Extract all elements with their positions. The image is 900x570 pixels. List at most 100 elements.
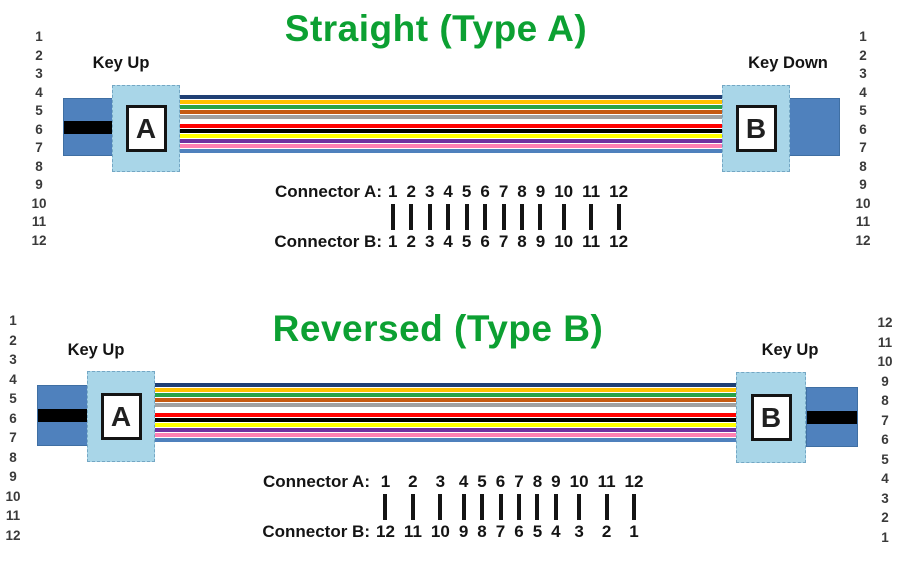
mapping-line [616, 204, 621, 230]
key-stripe-left [64, 120, 112, 134]
mapping-line [409, 204, 414, 230]
fiber-number: 9 [35, 177, 43, 193]
fiber-stripe-1 [155, 383, 737, 387]
fiber-number: 8 [881, 393, 889, 409]
connector-a-letter: A [110, 400, 132, 432]
cable-boot-right [789, 98, 840, 156]
connector-b-position: 5 [461, 232, 472, 251]
fiber-stripe-11 [180, 144, 722, 149]
connector-b-position: 12 [376, 522, 395, 541]
mapping-line [561, 204, 566, 230]
mapping-line [538, 204, 543, 230]
mapping-line [520, 204, 525, 230]
connector-a-position: 2 [406, 182, 416, 201]
mapping-line [589, 204, 594, 230]
mapping-line [461, 494, 466, 520]
connector-a-position: 1 [388, 182, 398, 201]
fiber-stripe-12 [155, 438, 737, 442]
fiber-stripe-11 [155, 433, 737, 437]
fiber-number: 8 [35, 158, 43, 174]
connector-b-position: 3 [424, 232, 435, 251]
fiber-stripe-4 [180, 109, 722, 114]
connector-b: B [722, 85, 790, 172]
connector-a-position: 11 [582, 182, 601, 201]
connector-a-position: 11 [597, 472, 616, 491]
fiber-number: 12 [855, 232, 871, 248]
connector-b-position: 9 [535, 232, 546, 251]
fiber-number: 4 [35, 84, 43, 100]
fiber-stripe-4 [155, 398, 737, 402]
mapping-row-labels: Connector A: Connector B: [248, 472, 370, 542]
connector-b-position: 7 [495, 522, 506, 541]
fiber-number: 11 [855, 214, 871, 230]
mapping-line [501, 204, 506, 230]
mapping-line [410, 494, 415, 520]
fiber-number: 7 [9, 430, 17, 446]
connector-b-letter: B [745, 112, 767, 144]
connector-b-letter: B [760, 401, 782, 433]
mapping-line [427, 204, 432, 230]
key-orientation-label-left: Key Up [67, 341, 125, 359]
connector-b-position: 5 [532, 522, 543, 541]
fiber-number: 3 [859, 66, 867, 82]
fiber-ribbon [180, 95, 722, 153]
fiber-number: 5 [9, 391, 17, 407]
fiber-number: 5 [859, 103, 867, 119]
fiber-stripe-10 [155, 428, 737, 432]
fiber-number: 4 [881, 471, 889, 487]
fiber-stripe-6 [180, 119, 722, 124]
connector-a-position: 4 [458, 472, 469, 491]
connector-b-position: 3 [574, 522, 584, 541]
connector-a-position: 12 [609, 182, 629, 201]
connector-a-position: 6 [480, 182, 490, 201]
connector-a-position: 2 [408, 472, 418, 491]
fiber-number: 3 [35, 66, 43, 82]
fiber-ribbon [155, 383, 737, 442]
mapping-line [446, 204, 451, 230]
connector-b-row-label: Connector B: [262, 522, 370, 541]
fiber-number: 10 [31, 195, 47, 211]
mapping-row-labels: Connector A: Connector B: [260, 182, 382, 252]
fiber-stripe-2 [180, 99, 722, 104]
key-stripe-left [38, 409, 88, 422]
fiber-stripe-5 [180, 114, 722, 119]
cable-boot-right [806, 387, 858, 447]
connector-a-position: 4 [443, 182, 453, 201]
fiber-number: 11 [877, 334, 893, 350]
mapping-line [383, 494, 388, 520]
connector-a-position: 6 [495, 472, 506, 491]
connector-b-position: 10 [554, 232, 574, 251]
connector-a-letter: A [135, 112, 157, 144]
fiber-number: 3 [881, 490, 889, 506]
fiber-stripe-5 [155, 403, 737, 407]
fiber-number: 5 [35, 103, 43, 119]
mapping-line [604, 494, 609, 520]
connector-a-position: 5 [461, 182, 472, 201]
connector-a-row-label: Connector A: [274, 182, 382, 201]
fiber-number: 9 [859, 177, 867, 193]
fiber-number: 6 [9, 410, 17, 426]
fiber-number: 2 [859, 47, 867, 63]
fiber-number: 1 [859, 29, 867, 44]
fiber-number: 10 [855, 195, 871, 211]
connector-a-plate: A [100, 393, 142, 440]
connector-b-position: 8 [517, 232, 527, 251]
